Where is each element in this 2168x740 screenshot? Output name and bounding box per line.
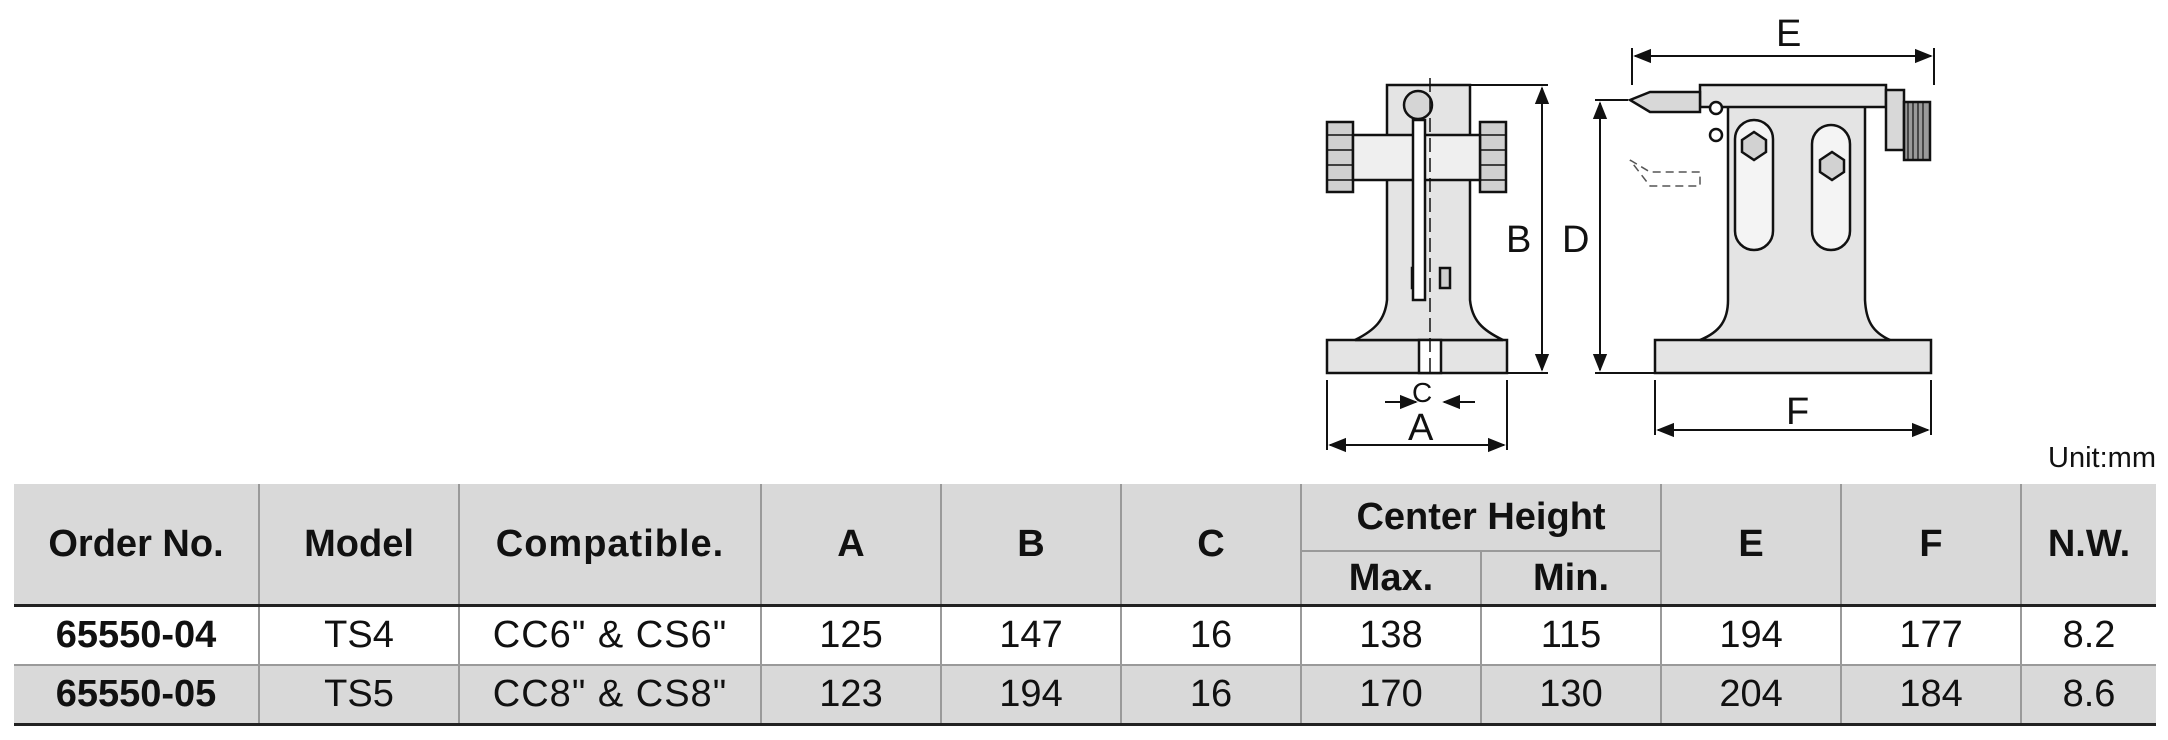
header-model: Model: [258, 484, 460, 606]
cell-c: 16: [1120, 605, 1302, 665]
cell-nw: 8.6: [2020, 665, 2157, 725]
cell-max: 138: [1300, 605, 1482, 665]
cell-model: TS5: [258, 665, 460, 725]
cell-e: 204: [1660, 665, 1843, 725]
cell-compatible: CC8" & CS8": [458, 665, 762, 725]
header-min: Min.: [1479, 550, 1662, 606]
header-b: B: [940, 484, 1122, 606]
table-row: 65550-04 TS4 CC6" & CS6" 125 147 16 138 …: [14, 605, 2157, 665]
side-dimensions: [1592, 48, 1935, 438]
header-nw: N.W.: [2020, 484, 2157, 606]
cell-e: 194: [1660, 605, 1843, 665]
dim-label-f: F: [1786, 391, 1809, 433]
cell-f: 177: [1840, 605, 2023, 665]
front-view: [1325, 78, 1509, 375]
header-compatible: Compatible.: [458, 484, 762, 606]
dim-label-b: B: [1506, 219, 1531, 261]
side-view: [1627, 83, 1933, 375]
cell-a: 125: [760, 605, 942, 665]
table-row: 65550-05 TS5 CC8" & CS8" 123 194 16 170 …: [14, 665, 2157, 725]
unit-label: Unit:mm: [2048, 442, 2156, 474]
front-dimensions: [1326, 84, 1550, 453]
header-e: E: [1660, 484, 1843, 606]
header-f: F: [1840, 484, 2023, 606]
tailstock-diagram: B A C E D F: [1325, 13, 1935, 453]
cell-min: 115: [1479, 605, 1663, 665]
dim-label-c: C: [1412, 377, 1432, 408]
dim-label-d: D: [1562, 219, 1589, 261]
cell-c: 16: [1120, 665, 1302, 725]
header-max: Max.: [1301, 550, 1482, 606]
cell-order-no: 65550-04: [14, 605, 260, 665]
cell-max: 170: [1300, 665, 1482, 725]
cell-order-no: 65550-05: [14, 665, 260, 725]
cell-b: 147: [940, 605, 1122, 665]
cell-min: 130: [1479, 665, 1663, 725]
tailstock-drawing: B A C E D F: [1325, 13, 1935, 453]
cell-compatible: CC6" & CS6": [458, 605, 762, 665]
header-center-height: Center Height: [1299, 484, 1663, 551]
header-a: A: [760, 484, 942, 606]
spec-table: Order No. Model Compatible. A B C Center…: [14, 484, 2157, 726]
cell-b: 194: [940, 665, 1122, 725]
header-c: C: [1120, 484, 1302, 606]
cell-model: TS4: [258, 605, 460, 665]
cell-f: 184: [1840, 665, 2023, 725]
header-order-no: Order No.: [14, 484, 260, 606]
cell-nw: 8.2: [2020, 605, 2157, 665]
tilted-center-ghost: [1629, 159, 1701, 187]
dim-label-a: A: [1408, 407, 1434, 449]
dim-label-e: E: [1776, 13, 1801, 55]
cell-a: 123: [760, 665, 942, 725]
